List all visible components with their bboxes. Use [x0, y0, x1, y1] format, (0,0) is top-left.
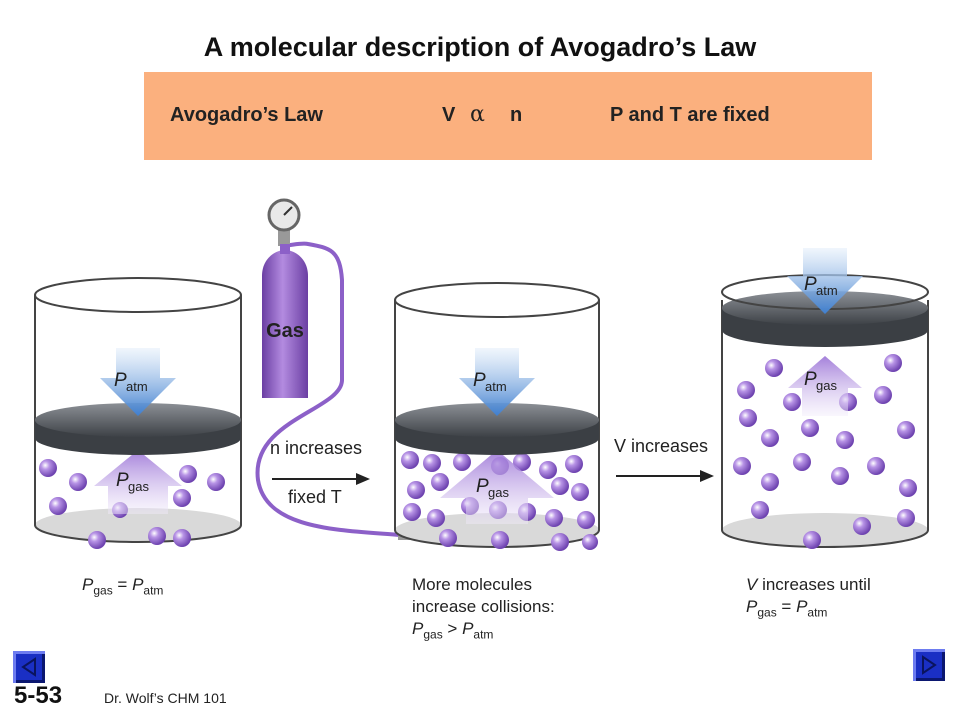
caption-middle: More molecules increase collisions: Pgas… [412, 574, 555, 645]
caption-expanded-line1: V increases until [746, 575, 871, 594]
caption-middle-line3: Pgas > Patm [412, 619, 494, 642]
p-gas-sub: gas [128, 479, 149, 494]
p-atm-sub: atm [126, 379, 148, 394]
right-arrow-icon [922, 655, 937, 675]
p-gas-arrow [440, 450, 554, 524]
slide-number: 5-53 [14, 682, 63, 709]
relation-v: V [442, 104, 456, 126]
arrow1-label-line1: n increases [270, 438, 362, 458]
v-increases-arrow: V increases [614, 436, 714, 482]
piston [35, 403, 241, 455]
gas-tank-label: Gas [266, 320, 304, 342]
p-gas-arrow [94, 450, 182, 514]
p-gas-label: P [116, 470, 129, 491]
p-atm-sub: atm [816, 283, 838, 298]
law-summary-band: Avogadro’s Law V α n P and T are fixed [144, 72, 872, 160]
law-name: Avogadro’s Law [170, 104, 323, 126]
cylinder-initial: P gas P atm [34, 277, 242, 549]
left-arrow-icon [21, 657, 36, 677]
p-gas-arrow [788, 356, 862, 416]
p-atm-arrow [459, 348, 535, 416]
caption-expanded: V increases until Pgas = Patm [746, 574, 871, 623]
p-gas-label: P [804, 369, 817, 390]
piston [395, 403, 599, 455]
relation-n: n [510, 104, 523, 126]
gas-molecules [733, 354, 917, 549]
gas-tank: Gas [255, 198, 410, 540]
next-slide-button[interactable] [913, 649, 945, 681]
caption-expanded-line2: Pgas = Patm [746, 597, 828, 620]
caption-middle-line2: increase collisions: [412, 597, 555, 616]
arrow2-label: V increases [614, 436, 708, 456]
proportional-symbol: α [470, 102, 485, 127]
previous-slide-button[interactable] [13, 651, 45, 683]
p-atm-arrow [100, 348, 176, 416]
course-footer: Dr. Wolf’s CHM 101 [104, 690, 227, 706]
p-atm-label: P [114, 370, 127, 391]
fixed-conditions: P and T are fixed [610, 104, 770, 126]
arrow1-label-line2: fixed T [288, 487, 342, 507]
p-gas-sub: gas [816, 378, 837, 393]
p-atm-label: P [473, 370, 486, 391]
caption-initial-text: Pgas = Patm [82, 575, 164, 598]
cylinder-expanded: P gas P atm [721, 248, 929, 549]
avogadro-diagram: P gas P atm Gas n increases fixed T [34, 198, 929, 551]
p-gas-label: P [476, 476, 489, 497]
caption-middle-line1: More molecules [412, 575, 532, 594]
p-atm-arrow [787, 248, 863, 314]
n-increases-arrow: n increases fixed T [270, 438, 370, 507]
p-atm-label: P [804, 274, 817, 295]
slide-title: A molecular description of Avogadro’s La… [203, 32, 757, 62]
caption-initial: Pgas = Patm [82, 574, 163, 601]
cylinder-more-molecules: P gas P atm [394, 282, 600, 551]
p-atm-sub: atm [485, 379, 507, 394]
p-gas-sub: gas [488, 485, 509, 500]
